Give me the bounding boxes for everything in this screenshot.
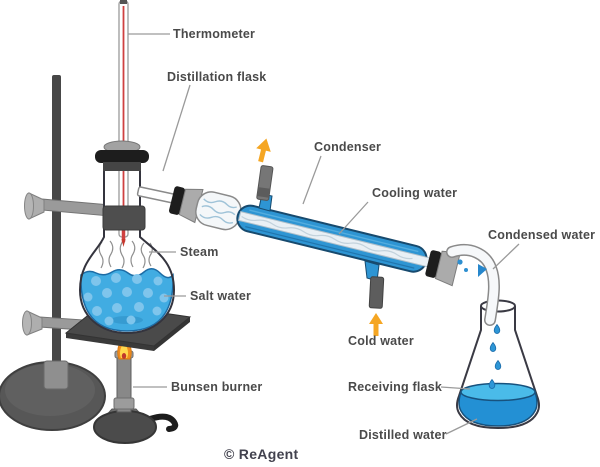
distillation-flask xyxy=(78,0,176,335)
stopper-collar xyxy=(103,162,141,171)
receiving-flask xyxy=(456,299,540,430)
inner-tube-squiggle xyxy=(241,215,413,260)
label-condensed-water: Condensed water xyxy=(488,228,595,242)
thermometer-tip xyxy=(121,239,126,247)
salt-water xyxy=(80,268,174,332)
plate-edge-left xyxy=(66,333,154,351)
distilled-water-body xyxy=(458,391,538,427)
leader-condensed-water xyxy=(492,243,520,270)
label-condenser: Condenser xyxy=(314,140,381,154)
vapor-squiggles xyxy=(199,198,237,224)
label-salt-water: Salt water xyxy=(190,289,251,303)
leader-distilled-water xyxy=(445,418,478,435)
gas-hose xyxy=(147,413,179,432)
bunsen-burner xyxy=(93,333,179,444)
bubbles xyxy=(83,273,169,326)
outlet-tube-band xyxy=(256,187,271,198)
outlet-flow-arrow xyxy=(256,138,271,163)
flame-core xyxy=(121,353,127,359)
label-distillation-flask: Distillation flask xyxy=(167,70,266,84)
flow-arrow xyxy=(478,264,487,277)
condensate-drop-1 xyxy=(457,259,463,265)
stand-rod xyxy=(52,75,61,375)
leader-cooling-water xyxy=(338,201,369,235)
plate-edge-right xyxy=(154,317,190,351)
left-stopper xyxy=(178,188,204,224)
stand-rod-socket xyxy=(43,360,69,390)
inlet-flow-arrow xyxy=(369,313,383,336)
inlet-tube xyxy=(368,276,385,309)
distilled-water-surface xyxy=(460,382,536,402)
condensate-drop-2 xyxy=(464,268,468,272)
upper-clamp-arm xyxy=(41,198,109,217)
inner-tube xyxy=(237,210,436,269)
burner-base xyxy=(93,410,157,444)
lower-clamp-knob-cap xyxy=(22,310,32,336)
flask-outline xyxy=(78,170,176,335)
upper-clamp xyxy=(24,192,109,220)
leader-receiving-flask xyxy=(440,386,471,390)
leader-lines xyxy=(128,33,520,435)
leader-distillation-flask xyxy=(162,84,191,172)
labels: Thermometer Distillation flask Condenser… xyxy=(167,27,595,462)
left-ring xyxy=(168,186,186,215)
stopper-ring xyxy=(95,150,149,163)
leader-condenser xyxy=(302,155,322,205)
retort-stand xyxy=(0,75,109,431)
neck-clamp-band xyxy=(102,205,146,231)
watermark: © ReAgent xyxy=(224,446,299,462)
delivery-tube-glass xyxy=(447,245,499,325)
label-bunsen-burner: Bunsen burner xyxy=(171,380,263,394)
thermometer-cap xyxy=(120,0,127,4)
upper-clamp-knob-cap xyxy=(24,192,34,220)
falling-drops xyxy=(488,323,502,389)
label-steam: Steam xyxy=(180,245,219,259)
cold-water-inlet xyxy=(364,260,385,336)
label-cold-water: Cold water xyxy=(348,334,414,348)
condenser xyxy=(168,186,461,287)
label-thermometer: Thermometer xyxy=(173,27,255,41)
thermometer xyxy=(118,0,129,247)
stand-base-highlight xyxy=(5,364,95,416)
delivery-tube xyxy=(446,244,500,326)
burner-air-valve xyxy=(113,397,135,410)
jacket-highlight xyxy=(249,209,419,253)
water-outlet xyxy=(256,138,274,212)
label-receiving-flask: Receiving flask xyxy=(348,380,442,394)
jacket-shade xyxy=(245,226,415,269)
label-cooling-water: Cooling water xyxy=(372,186,457,200)
label-distilled-water: Distilled water xyxy=(359,428,447,442)
